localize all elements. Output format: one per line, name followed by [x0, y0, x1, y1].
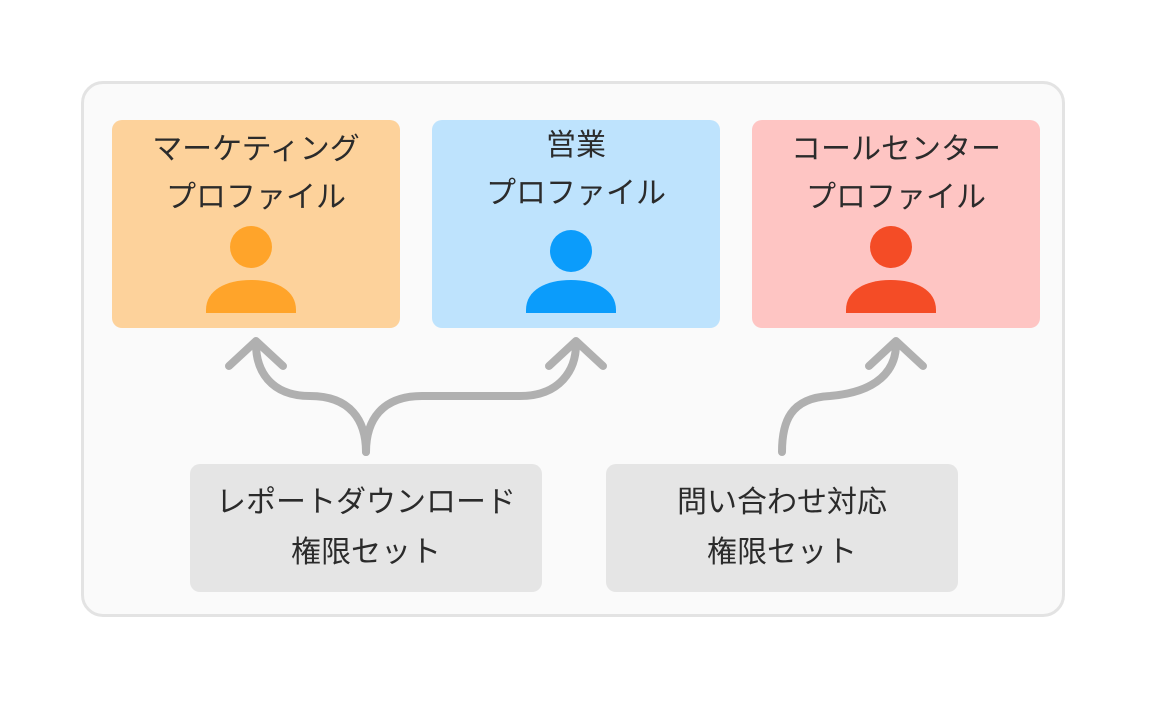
arrow-report-to-sales	[362, 340, 580, 456]
permset-report-label: レポートダウンロード 権限セット	[190, 478, 542, 578]
profile-sales-label: 営業 プロファイル	[432, 122, 720, 218]
arrow-inquiry-to-callcenter	[778, 340, 900, 456]
permset-inquiry-handling: 問い合わせ対応 権限セット	[606, 464, 958, 592]
person-icon	[206, 226, 296, 313]
profile-callcenter-label: コールセンター プロファイル	[752, 126, 1040, 222]
person-icon	[526, 230, 616, 313]
arrowhead-callcenter	[865, 337, 927, 370]
arrow-report-to-marketing	[252, 340, 370, 456]
profile-marketing-name: マーケティング	[152, 132, 360, 167]
profile-sales-type: プロファイル	[486, 176, 666, 211]
permset-inquiry-type: 権限セット	[707, 535, 857, 570]
profile-callcenter-type: プロファイル	[806, 180, 986, 215]
profile-sales-name: 営業	[546, 128, 606, 163]
profile-marketing: マーケティング プロファイル	[112, 120, 400, 328]
permset-report-type: 権限セット	[291, 535, 441, 570]
permset-report-download: レポートダウンロード 権限セット	[190, 464, 542, 592]
profile-callcenter-name: コールセンター	[791, 132, 1001, 167]
profile-marketing-label: マーケティング プロファイル	[112, 126, 400, 222]
arrowhead-sales	[545, 337, 607, 370]
permset-report-name: レポートダウンロード	[216, 485, 516, 520]
profile-sales: 営業 プロファイル	[432, 120, 720, 328]
permset-inquiry-name: 問い合わせ対応	[677, 485, 887, 520]
profile-callcenter: コールセンター プロファイル	[752, 120, 1040, 328]
permset-inquiry-label: 問い合わせ対応 権限セット	[606, 478, 958, 578]
arrowhead-marketing	[225, 337, 287, 370]
profile-marketing-type: プロファイル	[166, 180, 346, 215]
person-icon	[846, 226, 936, 313]
